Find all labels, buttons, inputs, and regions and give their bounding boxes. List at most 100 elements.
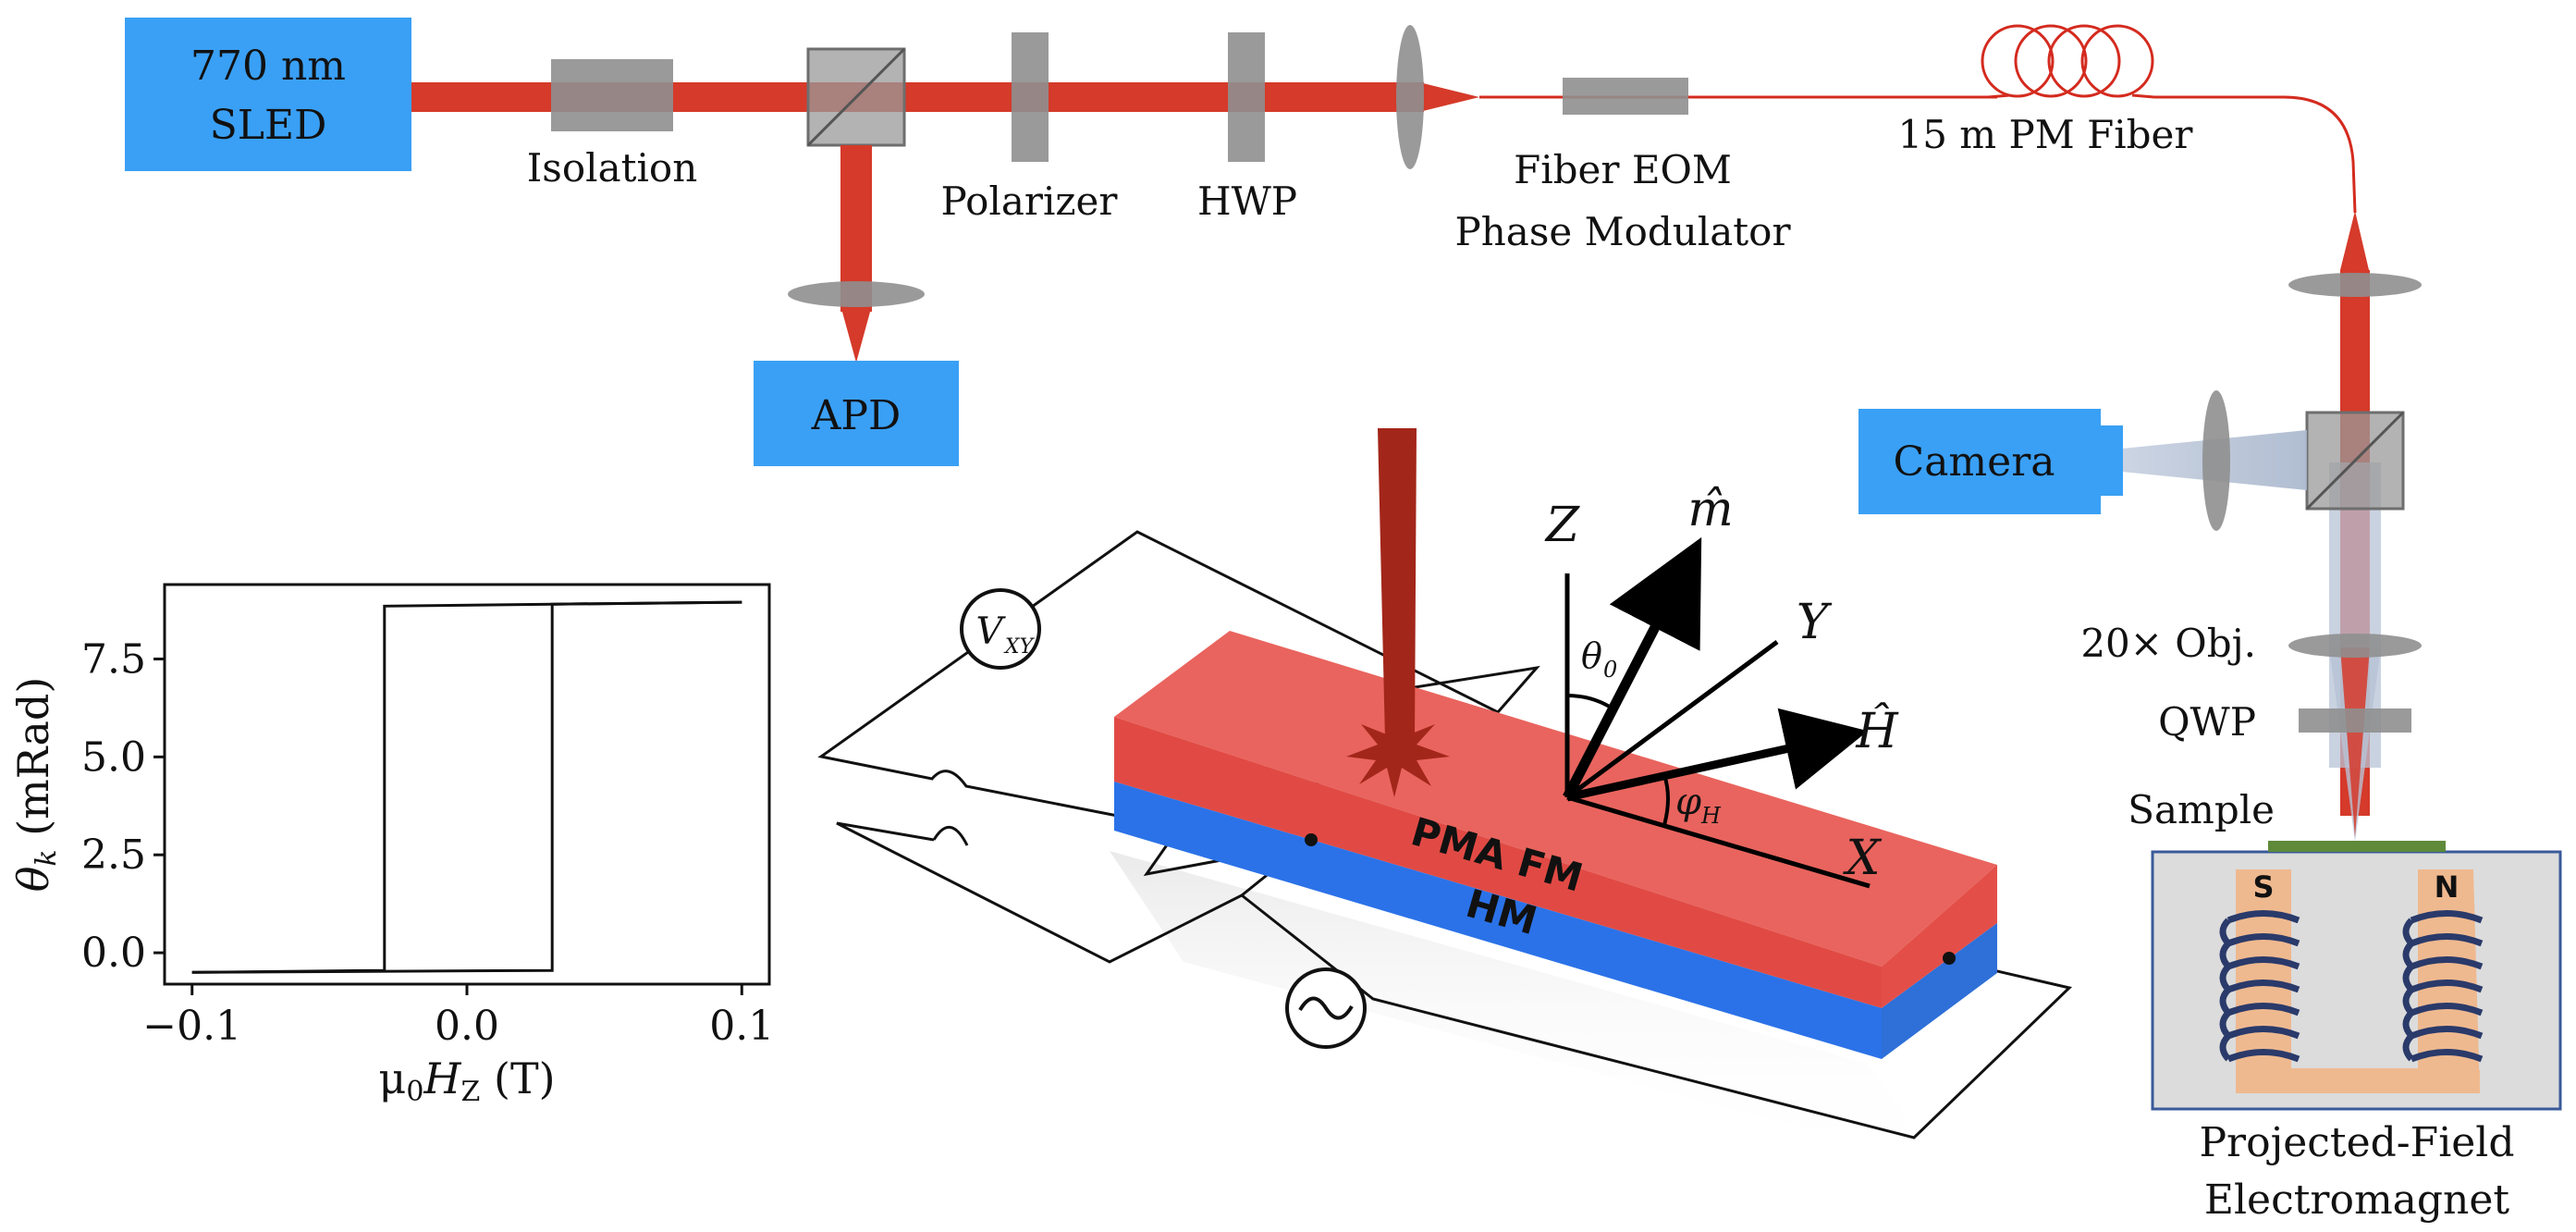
- laser-beam-tip: [1419, 82, 1479, 112]
- hysteresis-branch-1: [191, 600, 742, 974]
- hysteresis-chart: −0.1 0.0 0.1 0.0 2.5 5.0 7.5 μ0HZ (T) θk (mRad…: [8, 583, 774, 1108]
- phiH-arc: [1662, 774, 1670, 826]
- sled-source: 770 nm SLED: [125, 18, 411, 171]
- hm-front-face: [1114, 782, 1882, 1059]
- pma-front-face: [1114, 717, 1882, 1008]
- m-vector: [1563, 536, 1702, 800]
- apd-detector: APD: [754, 361, 959, 466]
- xlabel-sub2: Z: [461, 1076, 481, 1108]
- optical-train: 770 nm SLED Isolation APD Polarizer HWP …: [125, 18, 2357, 466]
- laser-spot-star: [1346, 708, 1450, 797]
- focus-cone-red: [2340, 647, 2370, 837]
- camera-label: Camera: [1894, 438, 2055, 486]
- hall-bar-device: PMA FM HM V XY Z Y X m̂: [817, 428, 2073, 1165]
- sled-label-2: SLED: [210, 102, 327, 149]
- x-tick-label: −0.1: [142, 1003, 241, 1050]
- electromagnet: S N: [2151, 841, 2562, 1111]
- fiber-out-beam-cone: [2340, 211, 2369, 270]
- phiH-sub: H: [1700, 803, 1722, 829]
- sample: [2268, 841, 2446, 852]
- coupling-lens: [1396, 25, 1424, 169]
- vxy-wire: [817, 530, 1540, 877]
- wire-hop: [932, 826, 969, 846]
- eom-label-1: Fiber EOM: [1514, 147, 1732, 192]
- h-hat-label: Ĥ: [1855, 702, 1899, 759]
- pma-side-face: [1882, 865, 1997, 1008]
- half-wave-plate: [1228, 32, 1265, 162]
- ac-source: [1285, 967, 1367, 1049]
- chart-ticks: −0.1 0.0 0.1 0.0 2.5 5.0 7.5: [81, 635, 774, 1050]
- magnet-core: [2236, 869, 2480, 1093]
- sled-label-1: 770 nm: [190, 43, 346, 90]
- x-tick-label: 0.1: [709, 1003, 774, 1050]
- y-tick-label: 0.0: [81, 930, 146, 977]
- theta0-sub: 0: [1603, 657, 1617, 683]
- xlabel-h: H: [423, 1053, 461, 1103]
- chart-frame: [163, 583, 771, 986]
- collimating-lens: [2288, 273, 2422, 297]
- pole-s-label: S: [2252, 869, 2274, 905]
- isolator: [551, 59, 673, 131]
- phiH-label: φ: [1675, 781, 1701, 823]
- chart-ylabel: θk (mRad): [8, 677, 63, 893]
- qwp-label: QWP: [2158, 699, 2256, 745]
- hm-side-face: [1882, 923, 1997, 1059]
- ylabel-sub: k: [31, 849, 63, 866]
- x-tick-label: 0.0: [435, 1003, 499, 1050]
- chart-xlabel: μ0HZ (T): [378, 1053, 555, 1108]
- contact-left: [1305, 833, 1318, 846]
- vxy-subscript: XY: [1003, 635, 1036, 659]
- sample-label: Sample: [2128, 787, 2275, 832]
- fiber-coil: [1981, 24, 2155, 99]
- apd-label: APD: [811, 392, 902, 439]
- svg-text:μ0HZ (T): μ0HZ (T): [378, 1053, 555, 1108]
- hysteresis-branch-2: [191, 600, 742, 974]
- xlabel-unit: (T): [480, 1053, 555, 1103]
- hwp-label: HWP: [1197, 179, 1297, 224]
- xlabel-sub1: 0: [406, 1076, 423, 1108]
- polarizer-label: Polarizer: [941, 179, 1119, 224]
- laser-beam-apd-tip: [840, 305, 872, 363]
- quarter-wave-plate: [2299, 708, 2411, 733]
- beam-splitter-camera: [2305, 411, 2405, 511]
- vxy-symbol: V: [976, 610, 1007, 653]
- camera-lens: [2202, 390, 2230, 531]
- magnet-label-2: Electromagnet: [2204, 1177, 2510, 1224]
- ylabel-unit: (mRad): [8, 677, 58, 850]
- vxy-meter: V XY: [960, 588, 1041, 670]
- eom-label-2: Phase Modulator: [1454, 209, 1791, 254]
- apd-lens: [788, 281, 925, 307]
- y-tick-label: 2.5: [81, 832, 146, 879]
- fiber-label: 15 m PM Fiber: [1898, 112, 2194, 157]
- chart-lines: [191, 600, 742, 974]
- polarizer: [1012, 32, 1049, 162]
- xlabel-mu: μ: [378, 1053, 406, 1103]
- objective-label: 20× Obj.: [2080, 621, 2256, 666]
- ylabel-theta: θ: [8, 867, 58, 893]
- axis-x-label: X: [1842, 831, 1882, 886]
- beam-splitter-top: [806, 47, 906, 147]
- y-tick-label: 7.5: [81, 635, 146, 683]
- h-vector: [1566, 708, 1869, 802]
- coil-left: [2219, 910, 2300, 1063]
- theta0-label: θ: [1581, 635, 1602, 676]
- m-hat-label: m̂: [1687, 482, 1733, 537]
- isolation-label: Isolation: [527, 145, 698, 191]
- wire-outer: [836, 821, 1309, 964]
- device-shadow: [1110, 851, 1942, 1165]
- camera: Camera: [1858, 409, 2123, 514]
- contact-right: [1943, 952, 1956, 965]
- pole-n-label: N: [2435, 869, 2459, 905]
- wire-ac-loop: [1241, 893, 2073, 1140]
- pma-top-face: [1114, 631, 1997, 967]
- coil-right: [2402, 910, 2484, 1063]
- axes-system: Z Y X m̂ Ĥ θ 0 φ H: [1544, 482, 1899, 889]
- axis-y-label: Y: [1797, 595, 1833, 650]
- fiber-eom: [1563, 78, 1688, 115]
- y-tick-label: 5.0: [81, 733, 146, 781]
- svg-text:θk (mRad): θk (mRad): [8, 677, 63, 893]
- probe-beam: [1378, 428, 1417, 740]
- axis-z-label: Z: [1544, 498, 1580, 553]
- microscope-column: Camera 20× Obj. QWP Sample S N: [1858, 211, 2562, 1224]
